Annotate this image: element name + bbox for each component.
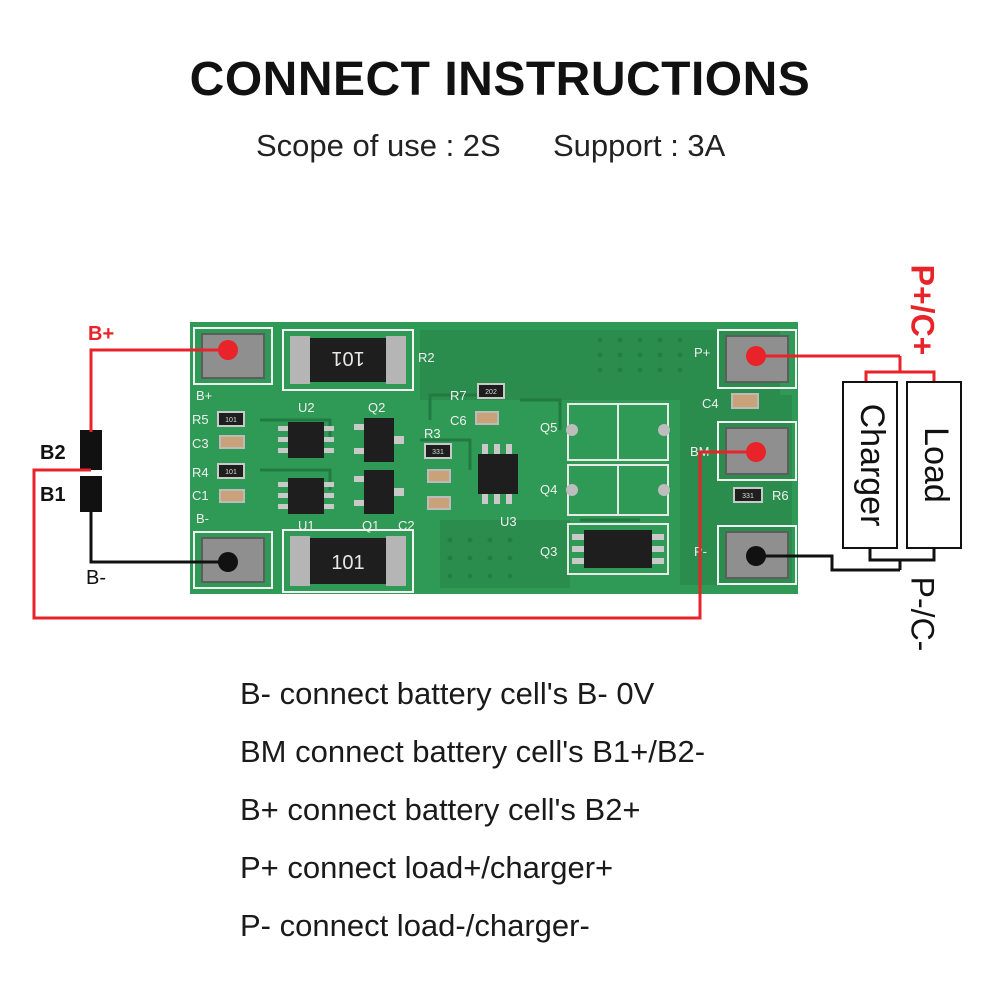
label-p-minus-c-minus: P-/C-: [905, 577, 941, 652]
charger-label: Charger: [853, 404, 891, 527]
smd-r4-marking: 101: [225, 469, 237, 476]
charger-box: [842, 381, 898, 549]
silk-q3: Q3: [540, 544, 557, 559]
silk-c2: C2: [398, 518, 415, 533]
instruction-line: P+ connect load+/charger+: [240, 850, 614, 885]
smd-c4: [731, 393, 759, 409]
smd-c1: [219, 489, 245, 503]
dot-p-plus: [746, 346, 766, 366]
silk-u3: U3: [500, 514, 517, 529]
resistor-r2-marking: 101: [331, 347, 364, 369]
via-array-bottom: [447, 537, 513, 579]
wire-p-minus-load: [900, 548, 936, 562]
wire-b-plus: [89, 348, 228, 432]
resistor-r1: [282, 529, 414, 593]
silk-q5: Q5: [540, 420, 557, 435]
wire-p-minus: [756, 554, 900, 572]
instruction-line: P- connect load-/charger-: [240, 908, 590, 943]
wire-p-plus-load: [900, 370, 936, 382]
smd-c6: [475, 411, 499, 425]
smd-r5-marking: 101: [225, 417, 237, 424]
smd-cap-mid-2: [427, 496, 451, 510]
battery-cell-b1: [80, 476, 102, 512]
dot-p-minus: [746, 546, 766, 566]
wire-b-minus: [89, 510, 228, 564]
ic-u1: [278, 478, 334, 514]
ic-u3: [478, 444, 518, 504]
smd-r7-marking: 202: [485, 389, 497, 396]
mosfet-q5-footprint: [566, 403, 670, 461]
silk-r3: R3: [424, 426, 441, 441]
load-label: Load: [917, 427, 955, 503]
scope-of-use-text: Scope of use : 2S: [256, 128, 501, 163]
smd-cap-mid-1: [427, 469, 451, 483]
silk-r6: R6: [772, 488, 789, 503]
silk-q4: Q4: [540, 482, 557, 497]
mosfet-q4-footprint: [566, 464, 670, 516]
silk-c4: C4: [702, 396, 719, 411]
instruction-line: B- connect battery cell's B- 0V: [240, 676, 655, 711]
wire-bm: [32, 450, 756, 620]
silk-u1: U1: [298, 518, 315, 533]
instruction-line: BM connect battery cell's B1+/B2-: [240, 734, 706, 769]
smd-r7: [477, 383, 505, 399]
silk-c1: C1: [192, 488, 209, 503]
smd-r3: [424, 443, 452, 459]
resistor-r1-marking: 101: [331, 552, 364, 574]
dot-b-minus: [218, 552, 238, 572]
silk-r4: R4: [192, 465, 209, 480]
resistor-r2: [282, 329, 414, 391]
support-current-text: Support : 3A: [553, 128, 726, 163]
mosfet-q1: [354, 470, 404, 514]
silk-pad-b-plus: B+: [196, 388, 212, 403]
silk-r2: R2: [418, 350, 435, 365]
label-b1: B1: [40, 484, 66, 506]
page-title: CONNECT INSTRUCTIONS: [189, 53, 811, 106]
silk-u2: U2: [298, 400, 315, 415]
label-b-minus: B-: [86, 567, 106, 589]
copper-pour-bottom: [440, 520, 570, 588]
dot-b-plus: [218, 340, 238, 360]
smd-r4: [217, 463, 245, 479]
silk-pad-p-plus: P+: [694, 345, 710, 360]
via-array-top: [597, 337, 683, 373]
label-b-plus: B+: [88, 323, 114, 345]
smd-r6: [733, 487, 763, 503]
load-box: [906, 381, 962, 549]
wire-p-minus-charger: [868, 548, 902, 570]
wire-p-plus-charger: [864, 356, 902, 382]
silk-c6: C6: [450, 413, 467, 428]
silk-pad-b-minus: B-: [196, 511, 209, 526]
ic-u2: [278, 422, 334, 458]
dot-bm: [746, 442, 766, 462]
silk-q2: Q2: [368, 400, 385, 415]
silk-r5: R5: [192, 412, 209, 427]
label-b2: B2: [40, 442, 66, 464]
label-p-plus-c-plus: P+/C+: [905, 265, 941, 356]
smd-r5: [217, 411, 245, 427]
pcb-board: 101 101 101 101: [190, 322, 798, 594]
battery-cell-b2: [80, 430, 102, 470]
smd-r6-marking: 331: [742, 493, 754, 500]
mosfet-q2: [354, 418, 404, 462]
silk-r7: R7: [450, 388, 467, 403]
smd-c3: [219, 435, 245, 449]
smd-r3-marking: 331: [432, 449, 444, 456]
silk-q1: Q1: [362, 518, 379, 533]
instruction-line: B+ connect battery cell's B2+: [240, 792, 641, 827]
mosfet-q3: [567, 523, 669, 575]
silk-c3: C3: [192, 436, 209, 451]
